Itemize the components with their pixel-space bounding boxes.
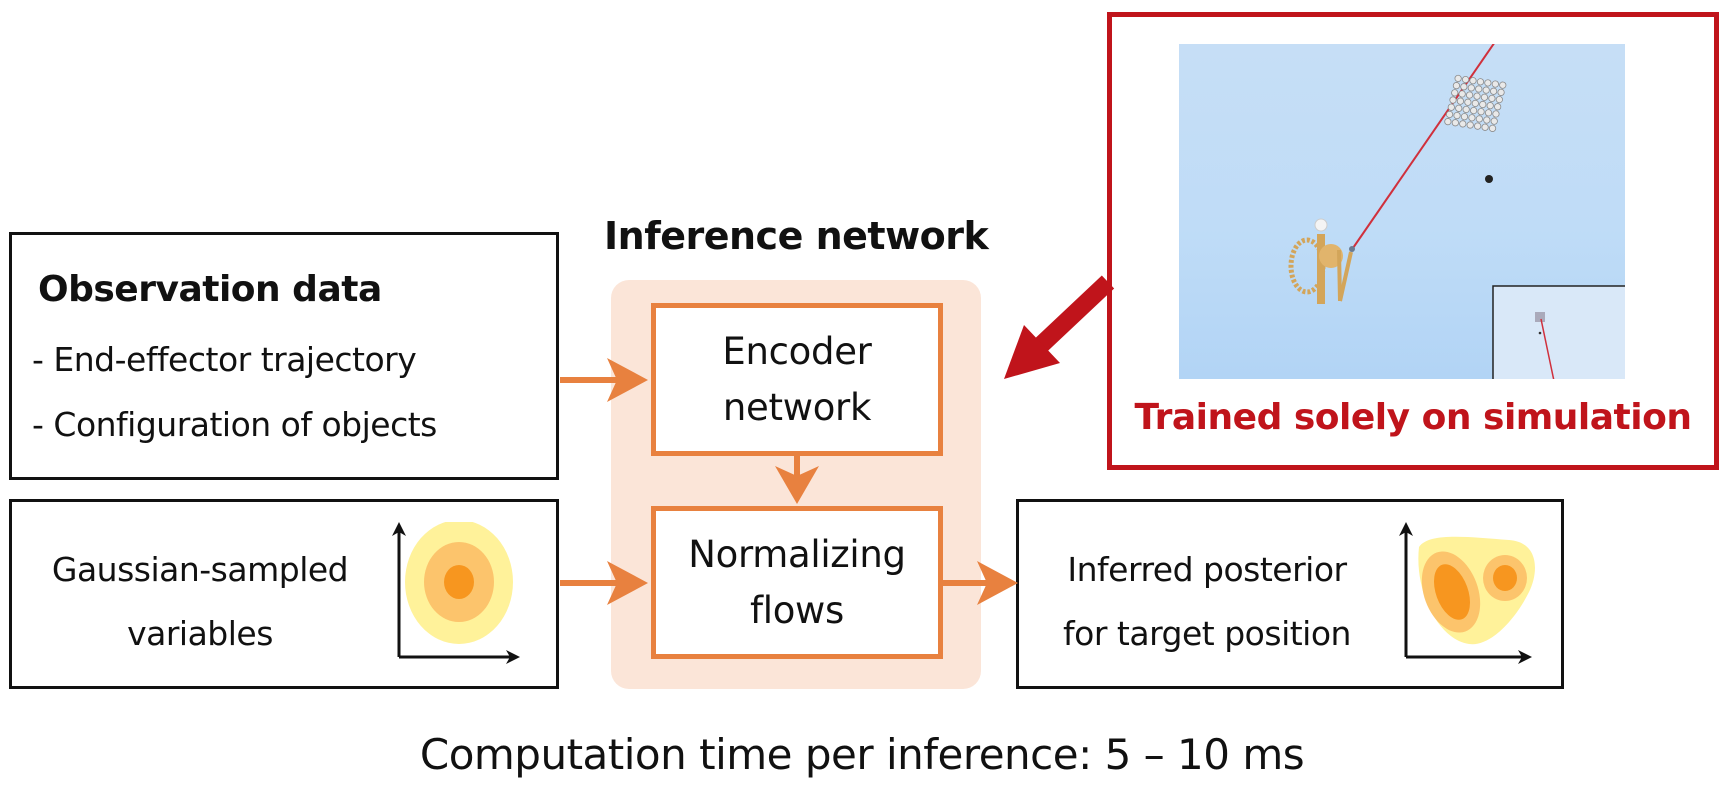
target-sphere [1473, 92, 1481, 100]
target-sphere [1452, 82, 1461, 90]
observation-title: Observation data [38, 269, 382, 310]
encoder-network-box: Encoder network [651, 303, 943, 456]
target-sphere [1469, 77, 1477, 85]
arrow-simulation-to-network [1004, 275, 1115, 379]
gaussian-density-plot [392, 522, 520, 664]
target-sphere [1475, 85, 1483, 93]
posterior-label-line2: for target position [1063, 614, 1351, 653]
encoder-label-line2: network [722, 385, 872, 429]
black-ball [1485, 175, 1493, 183]
target-sphere [1453, 111, 1461, 120]
target-sphere [1492, 110, 1500, 118]
target-sphere [1471, 99, 1479, 107]
target-sphere [1449, 96, 1457, 104]
target-sphere [1451, 89, 1459, 97]
simulation-screenshot [1179, 44, 1625, 379]
target-sphere [1484, 79, 1492, 87]
target-sphere [1462, 105, 1470, 114]
gaussian-label-line2: variables [127, 614, 273, 653]
target-sphere [1464, 98, 1472, 106]
target-sphere [1488, 124, 1497, 132]
normalizing-flows-box: Normalizing flows [651, 506, 943, 659]
posterior-label-line1: Inferred posterior [1067, 550, 1347, 589]
target-sphere [1459, 120, 1467, 128]
pointing-ray [1352, 44, 1495, 249]
target-sphere [1447, 103, 1455, 111]
target-sphere [1477, 108, 1485, 116]
observation-data-box: Observation data - End-effector trajecto… [9, 232, 559, 480]
target-sphere [1466, 121, 1474, 129]
target-sphere [1475, 115, 1483, 123]
gaussian-variables-box: Gaussian-sampled variables [9, 499, 559, 689]
target-sphere [1490, 117, 1498, 125]
target-sphere [1490, 87, 1498, 95]
inference-network-title: Inference network [604, 214, 989, 258]
target-sphere [1460, 113, 1469, 121]
computation-time-label: Computation time per inference: 5 – 10 m… [419, 730, 1305, 779]
target-sphere [1484, 109, 1493, 117]
axes-icon [392, 522, 520, 664]
observation-item-configuration: - Configuration of objects [32, 405, 437, 444]
target-sphere [1467, 84, 1475, 92]
posterior-density-plot [1399, 522, 1535, 664]
target-sphere [1480, 93, 1489, 101]
target-sphere [1470, 106, 1478, 115]
target-sphere [1460, 83, 1468, 91]
posterior-label: Inferred posterior for target position [1037, 538, 1377, 666]
target-sphere [1454, 74, 1462, 83]
target-sphere [1479, 100, 1487, 109]
target-sphere [1497, 88, 1505, 96]
target-sphere [1499, 81, 1507, 89]
target-sphere [1482, 86, 1490, 94]
posterior-box: Inferred posterior for target position [1016, 499, 1564, 689]
target-sphere [1495, 95, 1503, 104]
target-sphere [1491, 80, 1499, 88]
target-sphere [1451, 119, 1459, 127]
posterior-mode1-inner [1433, 564, 1471, 620]
target-sphere [1488, 94, 1496, 103]
target-sphere [1468, 114, 1476, 122]
encoder-label-line1: Encoder [722, 329, 872, 373]
target-sphere [1465, 91, 1474, 99]
inset-view [1492, 285, 1625, 379]
flows-label-line1: Normalizing [688, 532, 906, 576]
target-sphere [1486, 102, 1494, 110]
target-sphere [1476, 78, 1485, 86]
simulation-scene [1288, 44, 1625, 379]
skeleton-model [1288, 218, 1355, 304]
target-sphere [1444, 118, 1452, 126]
flows-label-line2: flows [750, 588, 844, 632]
target-sphere [1494, 103, 1502, 111]
axes-icon [1399, 522, 1532, 664]
gaussian-label-line1: Gaussian-sampled [51, 550, 349, 589]
target-sphere [1474, 122, 1482, 130]
target-sphere [1458, 90, 1466, 98]
target-sphere [1481, 123, 1489, 131]
target-sphere [1455, 104, 1463, 112]
target-sphere [1483, 116, 1491, 124]
target-sphere [1461, 75, 1470, 84]
target-sphere [1445, 110, 1454, 119]
target-sphere [1456, 97, 1465, 105]
density-inner-contour [444, 565, 474, 599]
gaussian-label: Gaussian-sampled variables [30, 538, 370, 666]
observation-item-trajectory: - End-effector trajectory [32, 340, 417, 379]
simulation-panel: Trained solely on simulation [1107, 12, 1719, 470]
posterior-mode2-inner [1493, 565, 1517, 591]
simulation-caption: Trained solely on simulation [1134, 397, 1692, 438]
target-grid [1444, 74, 1507, 132]
